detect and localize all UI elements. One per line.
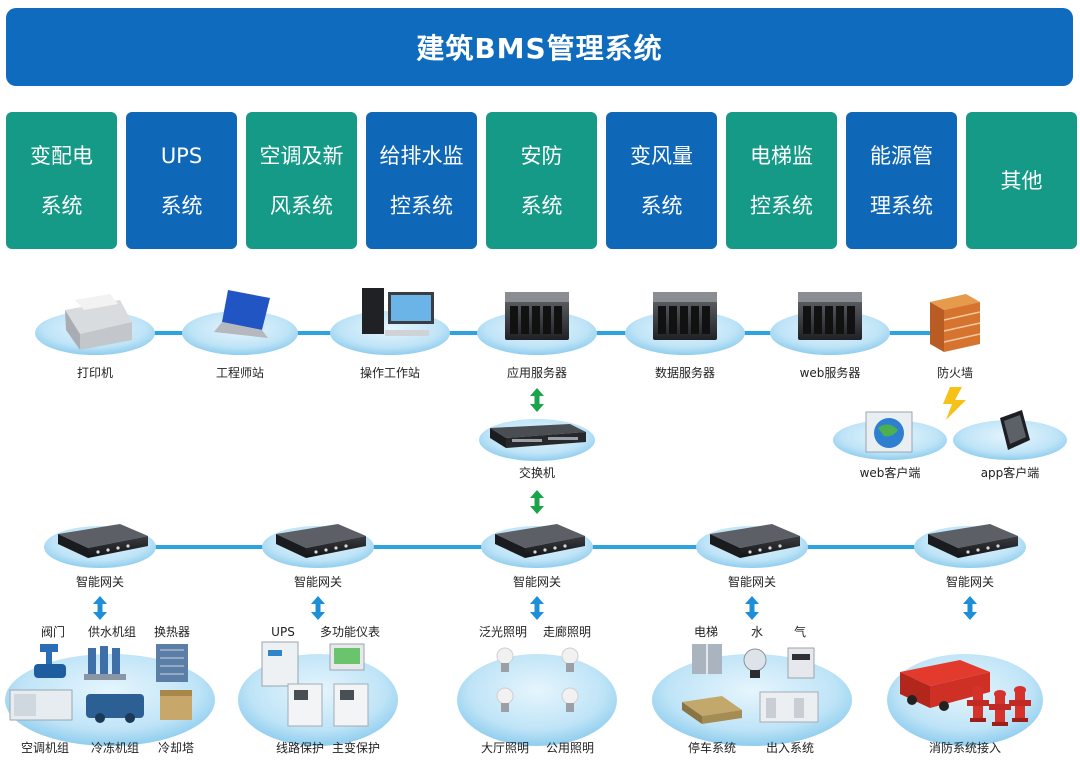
label-op-station: 操作工作站 bbox=[360, 365, 420, 380]
label-line-protect: 线路保护 bbox=[276, 740, 324, 755]
label-gateway-1: 智能网关 bbox=[76, 574, 124, 589]
label-corridor-light: 走廊照明 bbox=[543, 624, 591, 639]
lightning-icon bbox=[943, 387, 966, 420]
label-flood-light: 泛光照明 bbox=[479, 625, 527, 639]
arrow-up-down-icon bbox=[963, 596, 977, 620]
system-tile-energy[interactable]: 能源管理系统 bbox=[846, 112, 957, 249]
gas-meter-icon bbox=[787, 647, 815, 679]
label-web-server: web服务器 bbox=[800, 365, 861, 380]
label-printer: 打印机 bbox=[77, 366, 113, 380]
label-gateway-2: 智能网关 bbox=[294, 574, 342, 589]
printer-icon bbox=[65, 294, 132, 350]
label-web-client: web客户端 bbox=[860, 465, 921, 480]
valve-icon bbox=[34, 644, 66, 678]
workstation-icon bbox=[362, 288, 434, 336]
system-tile-security[interactable]: 安防系统 bbox=[486, 112, 597, 249]
system-tile-other[interactable]: 其他 bbox=[966, 112, 1077, 249]
page-title: 建筑BMS管理系统 bbox=[6, 8, 1073, 86]
label-fire-access: 消防系统接入 bbox=[929, 740, 1001, 755]
system-tile-elevator[interactable]: 电梯监控系统 bbox=[726, 112, 837, 249]
server-icon bbox=[798, 292, 862, 340]
label-gateway-4: 智能网关 bbox=[728, 574, 776, 589]
cooling-tower-icon bbox=[160, 690, 192, 720]
switch-icon bbox=[490, 424, 586, 448]
label-cooling-tower: 冷却塔 bbox=[158, 741, 194, 755]
server-icon bbox=[653, 292, 717, 340]
system-tile-hvac[interactable]: 空调及新风系统 bbox=[246, 112, 357, 249]
label-access: 出入系统 bbox=[766, 741, 814, 755]
globe-icon bbox=[865, 411, 913, 453]
label-hall-light: 大厅照明 bbox=[481, 741, 529, 755]
firewall-icon bbox=[930, 294, 981, 352]
label-app-server: 应用服务器 bbox=[507, 365, 567, 380]
label-gateway-5: 智能网关 bbox=[946, 574, 994, 589]
label-firewall: 防火墙 bbox=[937, 365, 973, 380]
label-public-light: 公用照明 bbox=[546, 741, 594, 755]
label-chiller: 冷冻机组 bbox=[91, 740, 139, 755]
label-switch: 交换机 bbox=[519, 465, 555, 480]
label-db-server: 数据服务器 bbox=[655, 365, 715, 380]
arrow-up-down-icon bbox=[530, 596, 544, 620]
label-elevator: 电梯 bbox=[694, 625, 718, 639]
system-tile-water[interactable]: 给排水监控系统 bbox=[366, 112, 477, 249]
label-gas: 气 bbox=[794, 624, 806, 639]
label-app-client: app客户端 bbox=[981, 465, 1040, 480]
system-tile-power[interactable]: 变配电系统 bbox=[6, 112, 117, 249]
ac-unit-icon bbox=[9, 689, 73, 721]
label-meter: 多功能仪表 bbox=[320, 625, 380, 639]
label-heat-exchanger: 换热器 bbox=[154, 625, 190, 639]
label-eng-station: 工程师站 bbox=[216, 365, 264, 380]
arrow-up-down-icon bbox=[311, 596, 325, 620]
label-ups: UPS bbox=[271, 625, 295, 639]
label-parking: 停车系统 bbox=[688, 740, 736, 755]
laptop-icon bbox=[214, 290, 270, 338]
water-meter-icon bbox=[743, 648, 767, 678]
lighting-group bbox=[457, 654, 617, 746]
label-valve: 阀门 bbox=[41, 624, 65, 639]
system-tile-vav[interactable]: 变风量系统 bbox=[606, 112, 717, 249]
label-water-supply: 供水机组 bbox=[88, 625, 136, 639]
parking-icon bbox=[682, 696, 742, 724]
access-gate-icon bbox=[759, 691, 819, 723]
label-gateway-3: 智能网关 bbox=[513, 574, 561, 589]
arrow-up-down-icon bbox=[93, 596, 107, 620]
elevator-icon bbox=[692, 644, 722, 674]
protection-relay-icon bbox=[287, 683, 323, 727]
arrow-up-down-icon bbox=[530, 490, 544, 514]
network-diagram: 打印机 工程师站 操作工作站 应用服务器 数据服务器 web服务器 防火墙 we… bbox=[5, 288, 1067, 755]
phone-icon bbox=[1000, 410, 1030, 450]
ups-icon bbox=[261, 641, 299, 687]
pump-icon bbox=[84, 646, 126, 680]
meter-icon bbox=[329, 643, 365, 671]
label-main-protect: 主变保护 bbox=[332, 740, 380, 755]
arrow-up-down-icon bbox=[745, 596, 759, 620]
heat-exchanger-icon bbox=[156, 644, 188, 682]
label-water: 水 bbox=[751, 625, 763, 639]
protection-relay-icon bbox=[333, 683, 369, 727]
chiller-icon bbox=[86, 694, 144, 723]
arrow-up-down-icon bbox=[530, 388, 544, 412]
server-icon bbox=[505, 292, 569, 340]
label-ac-unit: 空调机组 bbox=[21, 741, 69, 755]
